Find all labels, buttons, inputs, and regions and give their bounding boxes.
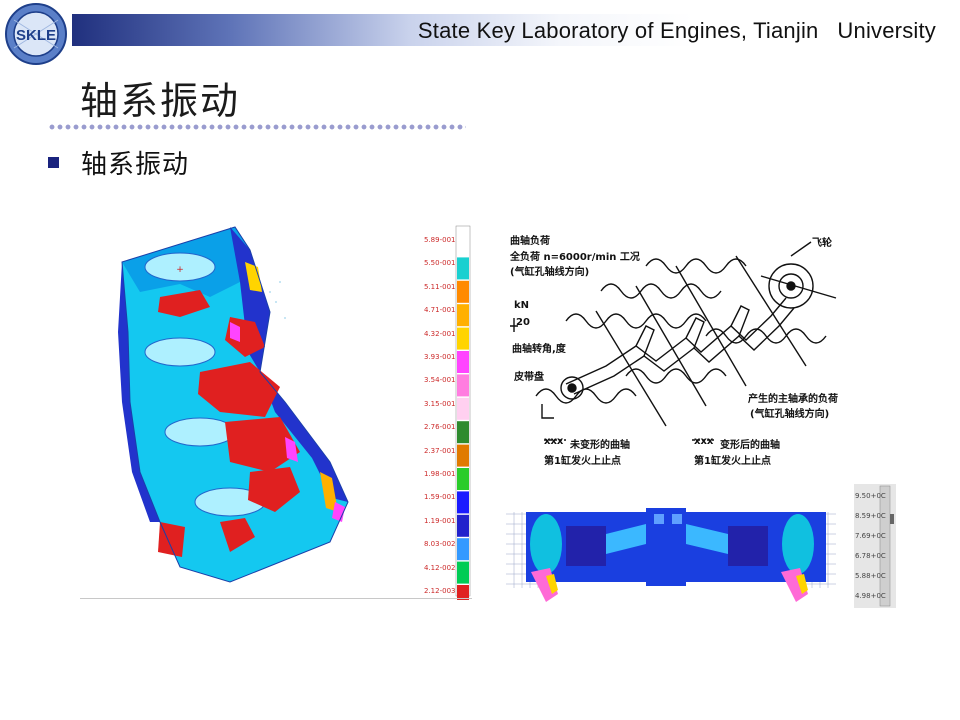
label-undeformed-2: 第1缸发火上止点 bbox=[544, 456, 621, 467]
page-title: 轴系振动 bbox=[80, 79, 241, 123]
fea-legend-value: 5.11-001 bbox=[424, 282, 456, 291]
fea-legend-swatch bbox=[457, 374, 469, 397]
fea-legend-value: 3.93-001 bbox=[424, 353, 456, 361]
fea-legend-value: 8.03-002 bbox=[424, 540, 456, 549]
fea-legend-value: 1.19-001 bbox=[424, 516, 456, 525]
label-cyl-axis: (气缸孔轴线方向) bbox=[510, 267, 590, 278]
fea-legend-value: 3.15-001 bbox=[424, 399, 456, 408]
label-xxx-left: xxx bbox=[544, 436, 564, 447]
fea-legend-bar bbox=[455, 225, 471, 600]
fea-legend-swatch bbox=[457, 257, 469, 280]
header-banner bbox=[72, 14, 960, 46]
label-pulley: 皮带盘 bbox=[514, 372, 544, 383]
crank-legend-value: 4.98+0C bbox=[855, 592, 886, 600]
fea-legend-value: 5.89-001 bbox=[424, 236, 456, 244]
crank-legend-value: 8.59+0C bbox=[855, 512, 886, 520]
fea-legend-value: 2.76-001 bbox=[424, 423, 456, 432]
fea-legend-value: 3.54-001 bbox=[424, 376, 456, 385]
fea-legend-value: 4.32-001 bbox=[424, 329, 456, 338]
crankshaft-load-diagram bbox=[506, 226, 866, 478]
fea-legend-value: 1.59-001 bbox=[424, 493, 456, 502]
title-divider bbox=[48, 124, 466, 130]
crank-legend-value: 7.69+0C bbox=[855, 532, 886, 540]
fea-legend-swatch bbox=[457, 491, 469, 514]
svg-text:SKLE: SKLE bbox=[16, 27, 56, 44]
fea-legend-swatch bbox=[457, 304, 469, 327]
fea-legend-swatch bbox=[457, 538, 469, 561]
label-crank-angle: 曲轴转角,度 bbox=[512, 344, 566, 355]
fea-legend-swatch bbox=[457, 351, 469, 373]
label-main-bearing-dir: (气缸孔轴线方向) bbox=[750, 409, 830, 420]
fea-legend-value: 2.37-001 bbox=[424, 446, 456, 455]
fea-contour-image: + bbox=[80, 222, 472, 600]
institution-name: State Key Laboratory of Engines, Tianjin… bbox=[417, 18, 936, 43]
figure-baseline bbox=[80, 598, 472, 599]
label-deformed-1: 变形后的曲轴 bbox=[720, 440, 780, 451]
bullet-marker bbox=[48, 157, 59, 168]
svg-text:+: + bbox=[176, 265, 184, 275]
bullet-text: 轴系振动 bbox=[81, 150, 190, 180]
label-flywheel: 飞轮 bbox=[812, 238, 832, 249]
fea-legend-value: 4.71-001 bbox=[424, 306, 456, 315]
fea-legend-swatch bbox=[457, 327, 469, 350]
label-deformed-2: 第1缸发火上止点 bbox=[694, 456, 771, 467]
crank-legend-value: 6.78+0C bbox=[855, 552, 886, 560]
label-kn: kN bbox=[514, 300, 530, 311]
bullet-item: 轴系振动 bbox=[48, 144, 189, 181]
fea-legend-swatch bbox=[457, 234, 469, 256]
fea-legend-swatch bbox=[457, 585, 469, 600]
fea-legend-swatch bbox=[457, 468, 469, 490]
fea-legend-value: 4.12-002 bbox=[424, 563, 456, 572]
fea-legend-swatch bbox=[457, 444, 469, 467]
fea-legend-swatch bbox=[457, 280, 469, 303]
university-logo: SKLE bbox=[0, 0, 72, 66]
fea-legend-swatch bbox=[457, 561, 469, 584]
fea-legend-swatch bbox=[457, 421, 469, 444]
fea-legend-value: 2.12-003 bbox=[424, 587, 456, 595]
crank-legend-value: 5.88+0C bbox=[855, 572, 886, 580]
crankshaft-fea-image bbox=[506, 484, 896, 608]
label-twenty: 20 bbox=[516, 317, 530, 328]
label-full-load: 全负荷 n=6000r/min 工况 bbox=[510, 252, 640, 263]
fea-legend-swatch bbox=[457, 397, 469, 420]
fea-legend-value: 5.50-001 bbox=[424, 259, 456, 268]
label-undeformed-1: 未变形的曲轴 bbox=[570, 440, 630, 451]
fea-legend-value: 1.98-001 bbox=[424, 470, 456, 478]
label-xxx-right: xxx bbox=[694, 436, 714, 447]
label-crank-load: 曲轴负荷 bbox=[510, 236, 550, 247]
crank-legend-value: 9.50+0C bbox=[855, 492, 886, 500]
label-main-bearing-load: 产生的主轴承的负荷 bbox=[748, 394, 838, 405]
fea-legend-swatch bbox=[457, 514, 469, 537]
